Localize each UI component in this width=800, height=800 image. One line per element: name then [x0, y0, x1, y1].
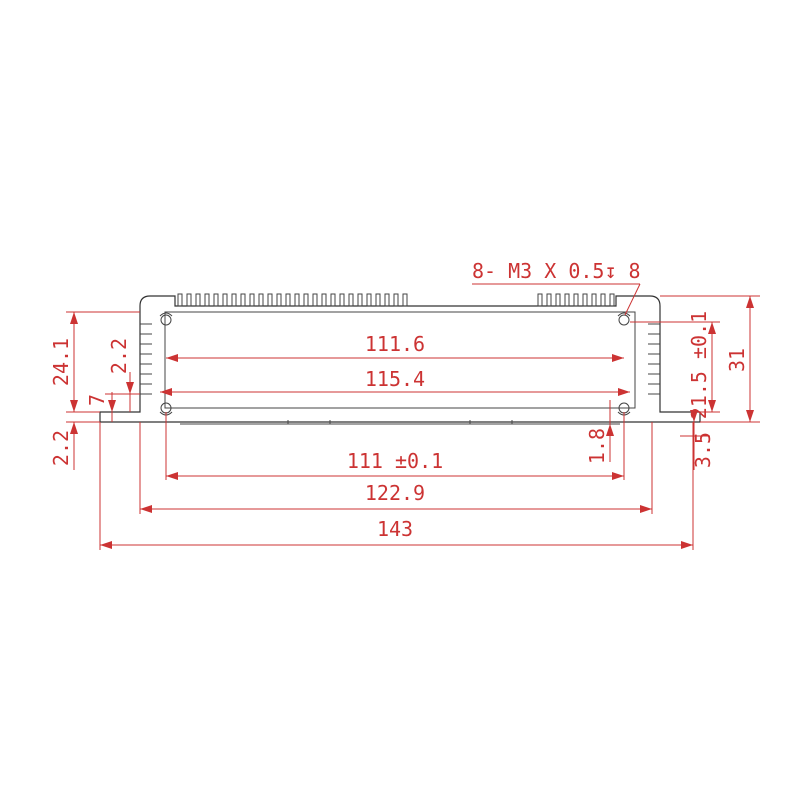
- right-dimensions: 21.5 ±0.1 31 1.8 3.5: [585, 295, 760, 470]
- fin: [600, 293, 606, 307]
- dim-overall-width: 143: [377, 517, 413, 541]
- top-fins: [177, 293, 615, 307]
- fin: [573, 293, 579, 307]
- fin: [366, 293, 372, 307]
- fin: [321, 293, 327, 307]
- left-dimensions: 24.1 2.2 7 2.2: [49, 311, 140, 470]
- profile-outline: [99, 295, 701, 425]
- fin: [348, 293, 354, 307]
- fin: [213, 293, 219, 307]
- dim-wall-top: 2.2: [107, 338, 131, 374]
- dim-slot-depth: 1.8: [585, 428, 609, 464]
- fin: [330, 293, 336, 307]
- fin: [312, 293, 318, 307]
- dim-rail-height: 7: [85, 394, 109, 406]
- dim-base-thickness: 2.2: [49, 430, 73, 466]
- fin: [186, 293, 192, 307]
- fin: [393, 293, 399, 307]
- fin: [591, 293, 597, 307]
- dim-inner-width-1: 111.6: [365, 332, 425, 356]
- fin: [537, 293, 543, 307]
- dim-height-right: 21.5 ±0.1: [687, 311, 711, 419]
- fin: [222, 293, 228, 307]
- dim-slot-width: 111 ±0.1: [347, 449, 443, 473]
- fin: [294, 293, 300, 307]
- fin: [546, 293, 552, 307]
- fin: [285, 293, 291, 307]
- thread-callout: 8- M3 X 0.5↧ 8: [472, 259, 641, 316]
- fin: [240, 293, 246, 307]
- fin: [384, 293, 390, 307]
- fin: [204, 293, 210, 307]
- fin: [402, 293, 408, 307]
- fin: [231, 293, 237, 307]
- fin: [564, 293, 570, 307]
- fin: [195, 293, 201, 307]
- fin: [267, 293, 273, 307]
- fin: [582, 293, 588, 307]
- fin: [258, 293, 264, 307]
- dim-base-inner: 122.9: [365, 481, 425, 505]
- fin: [609, 293, 615, 307]
- dim-inner-width-2: 115.4: [365, 367, 425, 391]
- fin: [303, 293, 309, 307]
- dim-flange-height: 3.5: [691, 432, 715, 468]
- screw-bosses: [159, 312, 631, 416]
- horizontal-dimensions: 111.6 115.4 111 ±0.1 122.9 143: [99, 332, 694, 550]
- fin: [375, 293, 381, 307]
- fin: [357, 293, 363, 307]
- side-fins: [140, 323, 660, 395]
- fin: [249, 293, 255, 307]
- fin: [177, 293, 183, 307]
- fin: [555, 293, 561, 307]
- thread-callout-text: 8- M3 X 0.5↧ 8: [472, 259, 641, 283]
- fin: [339, 293, 345, 307]
- fin: [276, 293, 282, 307]
- dim-total-height: 31: [725, 348, 749, 372]
- dim-height-left: 24.1: [49, 338, 73, 386]
